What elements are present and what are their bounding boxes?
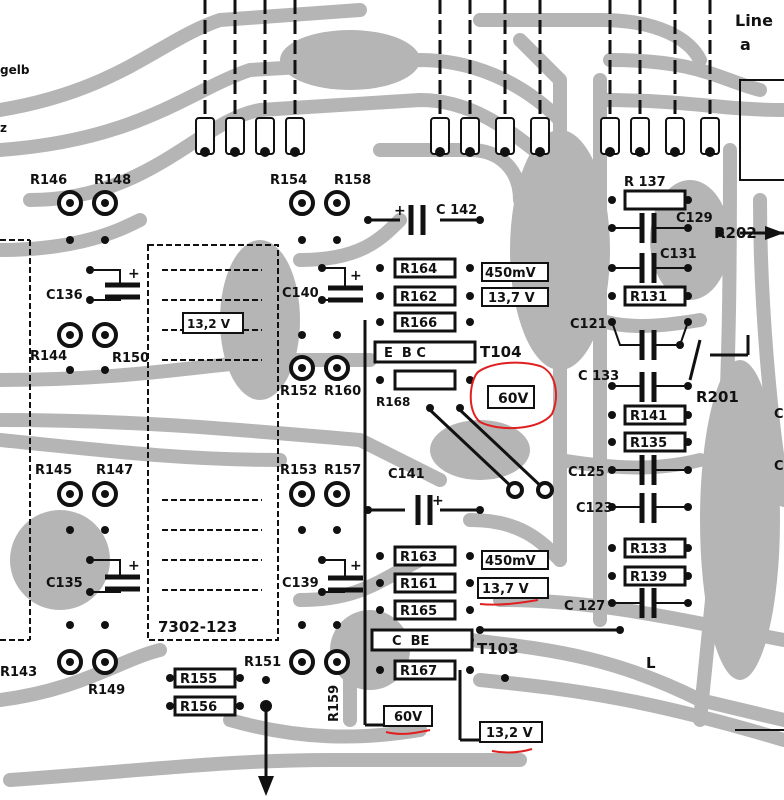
edge-label-z: z — [0, 121, 7, 135]
edge-label-gelb: gelb — [0, 63, 30, 77]
label-t104-pins: E B C — [384, 346, 426, 361]
pad-holes — [66, 196, 724, 712]
signal-wires — [363, 218, 784, 742]
measurement-boxes — [182, 262, 549, 743]
svg-text:+: + — [350, 268, 362, 284]
output-arrow — [258, 706, 274, 796]
label-c125: C125 — [568, 465, 605, 480]
label-r157: R157 — [324, 463, 361, 478]
label-r154: R154 — [270, 173, 307, 188]
label-r201: R201 — [696, 388, 739, 406]
label-r141: R141 — [630, 409, 667, 424]
label-c133: C 133 — [578, 369, 619, 384]
right-edge-frame — [735, 79, 784, 731]
label-r152: R152 — [280, 384, 317, 399]
label-c140: C140 — [282, 286, 319, 301]
edge-label-c-right-1: C — [774, 407, 784, 422]
left-frame — [0, 239, 31, 641]
capacitor-plus-signs: + + + + + + — [128, 203, 444, 574]
transistor-bodies — [370, 340, 477, 652]
label-r144: R144 — [30, 349, 67, 364]
label-r137: R 137 — [624, 175, 666, 190]
measure-450mv-top: 450mV — [485, 266, 536, 281]
label-r168: R168 — [376, 395, 410, 409]
label-t103-pins: C BE — [392, 634, 429, 649]
label-r148: R148 — [94, 173, 131, 188]
edge-label-line-sub: a — [740, 35, 751, 54]
label-r135: R135 — [630, 436, 667, 451]
label-r155: R155 — [180, 672, 217, 687]
label-c136: C136 — [46, 288, 83, 303]
measure-60v-bottom: 60V — [394, 710, 422, 725]
svg-text:+: + — [350, 558, 362, 574]
measure-13-7v-top: 13,7 V — [488, 291, 535, 306]
measure-450mv-bottom: 450mV — [485, 554, 536, 569]
measure-60v-top: 60V — [498, 391, 528, 407]
label-r146: R146 — [30, 173, 67, 188]
label-r145: R145 — [35, 463, 72, 478]
net-label-l: L — [646, 654, 656, 672]
label-c129: C129 — [676, 211, 713, 226]
label-r160: R160 — [324, 384, 361, 399]
label-r202: R202 — [714, 224, 757, 242]
label-c141: C141 — [388, 467, 425, 482]
label-c121: C121 — [570, 317, 607, 332]
label-c135: C135 — [46, 576, 83, 591]
label-t104: T104 — [480, 343, 522, 361]
measure-13-2v-ic: 13,2 V — [187, 317, 231, 331]
red-annotations — [385, 361, 557, 754]
label-r131: R131 — [630, 290, 667, 305]
label-r162: R162 — [400, 290, 437, 305]
label-c139: C139 — [282, 576, 319, 591]
svg-text:+: + — [432, 493, 444, 509]
dashed-connector-lines — [203, 0, 712, 140]
label-r133: R133 — [630, 542, 667, 557]
label-r158: R158 — [334, 173, 371, 188]
label-r167: R167 — [400, 664, 437, 679]
resistor-bodies — [173, 189, 687, 717]
svg-text:+: + — [128, 266, 140, 282]
label-r139: R139 — [630, 570, 667, 585]
label-t103: T103 — [477, 640, 519, 658]
r202-arrow — [765, 226, 784, 240]
label-r153: R153 — [280, 463, 317, 478]
copper-pads-large — [10, 30, 780, 690]
ic-label: 7302-123 — [158, 618, 237, 636]
connector-pads — [195, 117, 720, 157]
label-r164: R164 — [400, 262, 437, 277]
svg-text:+: + — [394, 203, 406, 219]
measure-13-2v-bottom: 13,2 V — [486, 726, 533, 741]
label-r151: R151 — [244, 655, 281, 670]
label-r149: R149 — [88, 683, 125, 698]
label-r156: R156 — [180, 700, 217, 715]
label-r150: R150 — [112, 351, 149, 366]
label-r159: R159 — [327, 685, 342, 722]
label-c123: C123 — [576, 501, 613, 516]
edge-label-line: Line — [735, 11, 773, 30]
label-c142: C 142 — [436, 203, 477, 218]
label-r165: R165 — [400, 604, 437, 619]
label-r163: R163 — [400, 550, 437, 565]
capacitor-leads — [90, 227, 689, 604]
measure-13-7v-bottom: 13,7 V — [482, 582, 529, 597]
label-c127: C 127 — [564, 599, 605, 614]
svg-text:+: + — [128, 558, 140, 574]
label-r166: R166 — [400, 316, 437, 331]
label-r143: R143 — [0, 665, 37, 680]
label-c131: C131 — [660, 247, 697, 262]
label-r147: R147 — [96, 463, 133, 478]
edge-label-c-right-2: C — [774, 459, 784, 474]
label-r161: R161 — [400, 577, 437, 592]
